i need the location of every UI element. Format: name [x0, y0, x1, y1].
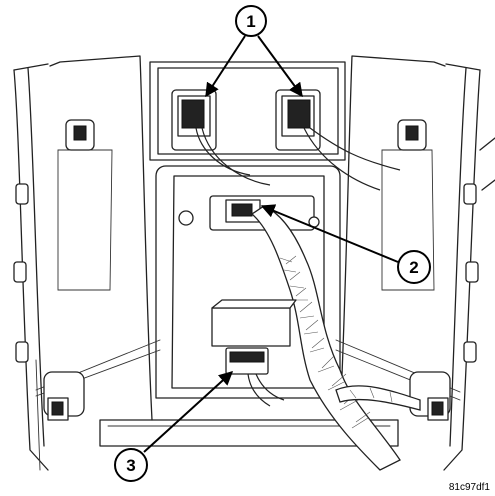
callout-3-label: 3 — [126, 456, 135, 475]
figure-reference: 81c97df1 — [449, 482, 491, 493]
lower-module — [211, 299, 297, 407]
right-trim-panel — [339, 55, 495, 471]
callout-2-label: 2 — [409, 258, 418, 277]
upper-left-connector — [171, 89, 271, 186]
left-clips — [13, 119, 95, 421]
center-module — [178, 195, 320, 231]
callout-3: 3 — [114, 371, 234, 482]
callout-1-label: 1 — [246, 12, 255, 31]
callout-2: 2 — [260, 204, 431, 284]
center-console-frame — [99, 61, 399, 447]
wire-harness — [250, 205, 421, 471]
callout-1: 1 — [205, 5, 303, 98]
upper-right-connector — [275, 89, 401, 191]
